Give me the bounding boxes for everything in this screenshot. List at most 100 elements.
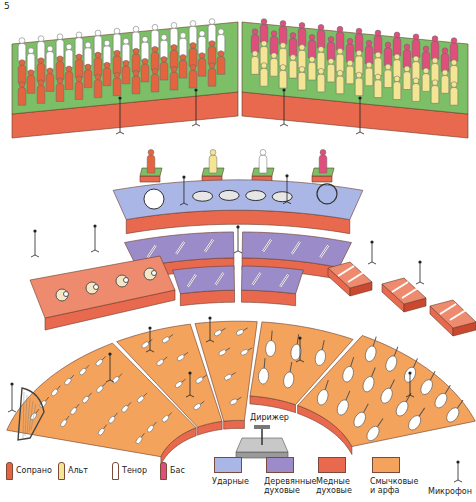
singer-head	[104, 40, 110, 46]
woodwind-platform-top	[173, 266, 235, 294]
microphone-stand	[186, 371, 194, 397]
violin-icon	[174, 377, 187, 388]
legend-swatch	[266, 457, 294, 473]
singer-body	[289, 60, 297, 78]
singer-head	[252, 51, 258, 57]
mic-leg	[360, 132, 364, 134]
singer-figure	[450, 82, 458, 106]
legend-label: Медные духовые	[316, 477, 368, 495]
strings-platform-top	[298, 335, 476, 446]
cello-icon	[379, 377, 399, 405]
singer-head	[114, 50, 120, 56]
mic-leg	[184, 203, 188, 205]
violin-neck	[203, 375, 207, 378]
violin-body	[59, 419, 67, 428]
singer-head	[190, 43, 196, 49]
singer-figure	[393, 54, 401, 78]
microphone-stand	[234, 225, 242, 253]
singer-body	[441, 53, 449, 71]
singer-figure	[37, 80, 45, 104]
singer-figure	[46, 46, 54, 70]
mic-head	[194, 88, 197, 91]
singer-head	[337, 70, 343, 76]
singer-head	[320, 149, 326, 155]
singer-body	[198, 58, 206, 76]
singer-body	[170, 72, 178, 90]
singer-head	[142, 36, 148, 42]
singer-body	[355, 78, 363, 96]
singer-head	[280, 43, 286, 49]
singer-body	[170, 50, 178, 68]
mic-head	[33, 229, 36, 232]
singer-head	[328, 36, 334, 42]
singer-head	[442, 70, 448, 76]
singer-body	[103, 46, 111, 64]
strings-platform-front	[224, 420, 245, 429]
cello-body	[265, 340, 276, 357]
singer-head	[142, 58, 148, 64]
singer-head	[28, 70, 34, 76]
singer-head	[423, 68, 429, 74]
mic-pole	[35, 231, 36, 255]
cello-neck	[364, 404, 369, 413]
violin-neck	[71, 375, 74, 379]
mic-leg	[35, 255, 39, 257]
mic-leg	[458, 480, 462, 482]
singer-head	[299, 66, 305, 72]
cello-body	[364, 424, 381, 443]
singer-body	[374, 80, 382, 98]
singer-figure	[384, 64, 392, 88]
singer-figure	[46, 68, 54, 92]
microphone-stand	[116, 96, 124, 134]
singer-figure	[198, 53, 206, 77]
singer-figure	[94, 30, 102, 54]
singer-body	[327, 64, 335, 82]
singer-figure	[84, 64, 92, 88]
singer-figure	[279, 65, 287, 89]
singer-figure	[336, 26, 344, 50]
singer-body	[189, 70, 197, 88]
woodwind-outline	[205, 240, 213, 252]
singer-body	[151, 30, 159, 48]
music-stand-desk	[254, 425, 270, 429]
violin-body	[240, 348, 249, 356]
woodwind-outline	[253, 273, 261, 285]
singer-body	[384, 48, 392, 66]
violin-icon	[136, 391, 148, 403]
singer-head	[271, 31, 277, 37]
singer-figure	[147, 149, 155, 173]
singer-head	[133, 48, 139, 54]
mic-pole	[95, 226, 96, 250]
cello-neck	[372, 367, 376, 376]
singer-head	[290, 55, 296, 61]
singer-figure	[403, 66, 411, 90]
singer-figure	[122, 60, 130, 84]
horn-instrument	[144, 268, 156, 280]
singer-figure	[441, 48, 449, 72]
singer-body	[393, 60, 401, 78]
singer-head	[366, 40, 372, 46]
violin-neck	[200, 401, 204, 404]
singer-head	[413, 78, 419, 84]
singer-body	[279, 26, 287, 44]
singer-figure	[450, 38, 458, 62]
singer-figure	[260, 41, 268, 65]
mic-head	[10, 382, 13, 385]
violin-neck	[76, 404, 79, 408]
singer-figure	[189, 65, 197, 89]
legend-label: Ударные	[212, 477, 260, 486]
mic-leg	[180, 203, 184, 205]
singer-body	[317, 74, 325, 92]
singer-figure	[198, 31, 206, 55]
singer-head	[432, 58, 438, 64]
singer-body	[179, 38, 187, 56]
singer-body	[103, 68, 111, 86]
singer-head	[171, 66, 177, 72]
singer-figure	[65, 44, 73, 68]
violin-neck	[182, 379, 186, 382]
singer-body	[84, 70, 92, 88]
violin-neck	[102, 356, 106, 359]
mic-leg	[31, 255, 35, 257]
mic-pole	[210, 318, 211, 340]
